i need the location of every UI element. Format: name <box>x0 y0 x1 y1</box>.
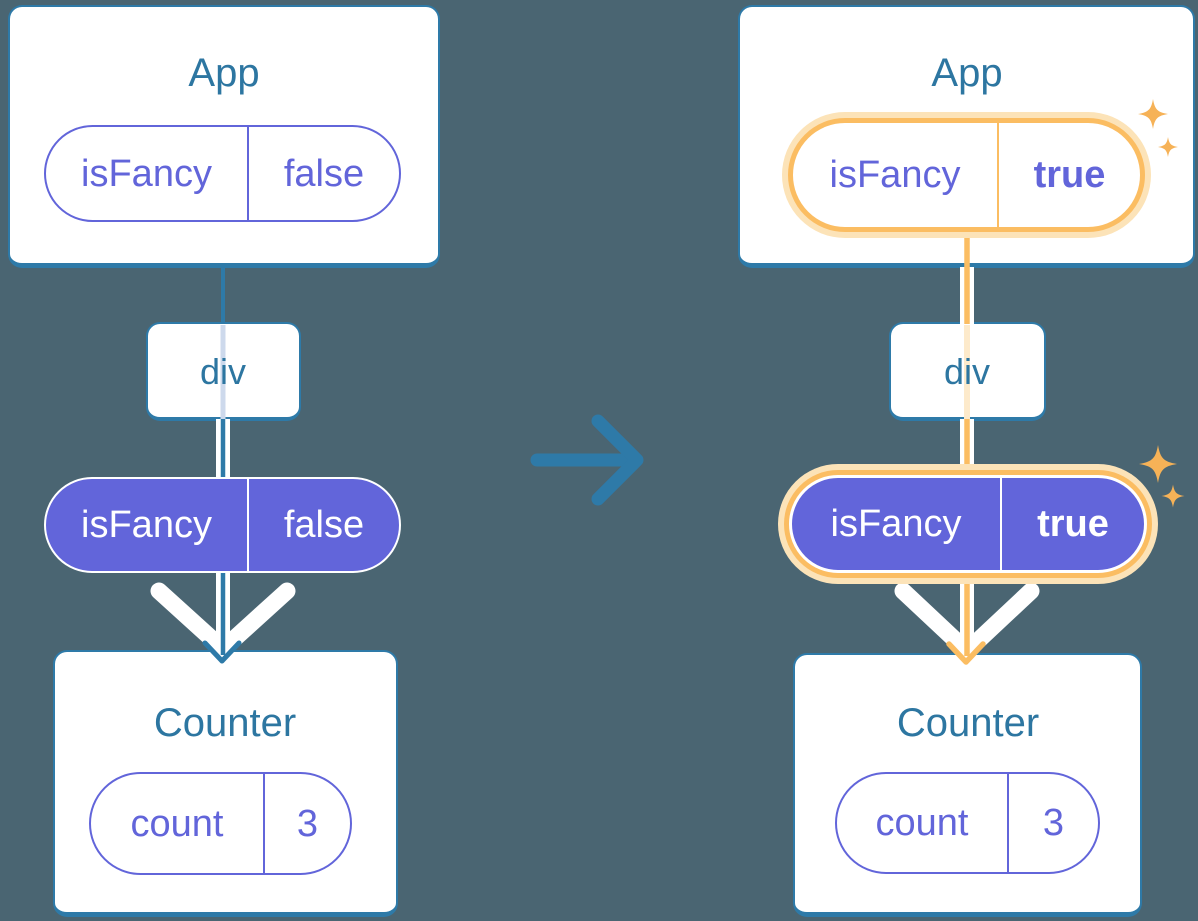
white-arrowhead-right <box>894 582 1040 660</box>
prop-value: false <box>283 152 365 195</box>
app-title-right: App <box>931 51 1003 95</box>
sparkles-group <box>1138 99 1185 508</box>
sparkle-icon <box>1158 137 1178 157</box>
app-prop-pill-left: isFancy false <box>44 125 401 222</box>
white-arrowhead-left <box>150 582 296 658</box>
prop-name: isFancy <box>792 478 1002 570</box>
state-value: 3 <box>1042 802 1065 844</box>
state-name: count <box>91 774 265 873</box>
sparkle-icon <box>1139 445 1177 483</box>
left-tree-lines <box>150 266 296 664</box>
sparkle-icon <box>1161 484 1185 508</box>
counter-title-right: Counter <box>896 701 1040 745</box>
passed-prop-pill-left: isFancy false <box>44 477 401 573</box>
counter-title-left: Counter <box>153 701 297 745</box>
prop-name: isFancy <box>46 479 249 571</box>
app-prop-pill-right: isFancy true <box>788 118 1145 232</box>
prop-value: false <box>283 504 365 546</box>
right-tree-lines <box>894 225 1040 665</box>
state-name: count <box>837 774 1009 872</box>
prop-value: true <box>1033 154 1106 196</box>
counter-state-pill-right: count 3 <box>835 772 1100 874</box>
arrow-tip-left <box>202 640 242 664</box>
sparkle-icon <box>1138 99 1168 129</box>
passed-prop-pill-right: isFancy true <box>789 475 1147 573</box>
arrow-tip-right <box>946 641 986 665</box>
div-label-right: div <box>943 351 991 392</box>
transition-arrow-icon <box>530 414 644 506</box>
prop-name: isFancy <box>793 123 999 227</box>
counter-state-pill-left: count 3 <box>89 772 352 875</box>
app-title-left: App <box>188 51 260 95</box>
prop-value: true <box>1037 503 1109 545</box>
state-value: 3 <box>296 802 319 845</box>
div-label-left: div <box>199 351 247 392</box>
prop-name: isFancy <box>46 127 249 220</box>
